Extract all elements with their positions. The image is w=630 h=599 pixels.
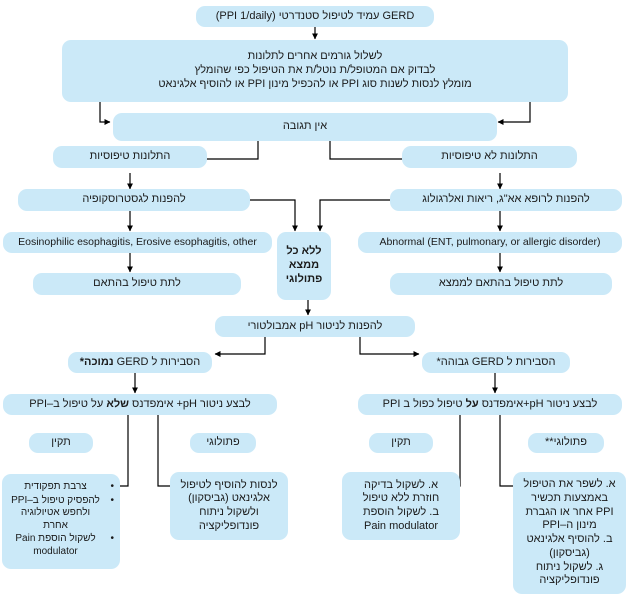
node-normal-left-label: תקין — [51, 436, 71, 449]
node-root-label: GERD עמיד לטיפול סטנדרטי (PPI 1/daily) — [215, 9, 415, 22]
node-refer-gastroscopy-label: להפנות לגסטרוסקופיה — [82, 193, 186, 206]
node-pathological-label-right: פתולוגי** — [528, 433, 604, 453]
node-refer-gastroscopy: להפנות לגסטרוסקופיה — [18, 189, 250, 211]
node-pathological-content-right: א. לשפר את הטיפול באמצעות תכשיר PPI אחר … — [513, 472, 626, 594]
node-pathological-label-left: פתולוגי — [190, 433, 256, 453]
pathological-right-line-5: ב. להוסיף אלגינאט — [526, 533, 613, 545]
pathological-right-line-6: (גביסקון) — [549, 546, 590, 559]
pathological-left-line-1: לנסות להוסיף לטיפול — [180, 478, 278, 491]
node-typical-complaints-label: התלונות טיפוסיות — [89, 150, 171, 163]
pathological-right-lines: א. לשפר את הטיפול באמצעות תכשיר PPI אחר … — [519, 478, 620, 588]
gerd-low-emphasis: נמוכה* — [79, 355, 114, 368]
node-gerd-probability-high: הסבירות ל GERD גבוהה* — [422, 352, 570, 373]
node-no-response: אין תגובה — [113, 113, 497, 141]
node-monitor-off-ppi: לבצע ניטור pH+ אימפדנס שלא על טיפול ב–PP… — [3, 394, 277, 415]
gerd-high-emphasis: גבוהה* — [436, 355, 469, 368]
node-refer-ph-monitoring-label: להפנות לניטור pH אמבולטורי — [247, 319, 383, 332]
node-esophagitis-findings: Eosinophilic esophagitis, Erosive esopha… — [3, 232, 272, 253]
monitor-off-part2: על טיפול ב–PPI — [29, 397, 107, 410]
list-item: לשקול הוספת Pain modulator — [8, 533, 114, 558]
pathological-right-line-7: ג. לשקול ניתוח — [535, 560, 604, 573]
no-pathology-line-1: ללא כל — [286, 245, 322, 258]
node-treat-accordingly-left: לתת טיפול בהתאם — [33, 273, 241, 295]
node-normal-label-right: תקין — [369, 433, 433, 453]
monitor-off-emphasis: שלא — [106, 397, 129, 410]
normal-right-lines: א. לשקול בדיקה חוזרת ללא טיפול ב. לשקול … — [348, 479, 454, 534]
monitor-off-part1: לבצע ניטור pH+ אימפדנס — [128, 397, 251, 410]
node-no-response-label: אין תגובה — [282, 120, 328, 133]
node-esophagitis-findings-label: Eosinophilic esophagitis, Erosive esopha… — [18, 235, 257, 248]
node-root-gerd-refractory: GERD עמיד לטיפול סטנדרטי (PPI 1/daily) — [196, 6, 434, 27]
pathological-left-line-3: ולשקול ניתוח — [199, 506, 259, 518]
node-rule-out-lines: לשלול גורמים אחרים לתלונות לבדוק אם המטו… — [68, 50, 562, 91]
pathological-left-line-2: אלגינאט (גביסקון) — [188, 492, 270, 505]
node-monitor-on-ppi-text: לבצע ניטור pH+אימפדנס על טיפול כפול ב PP… — [364, 398, 616, 412]
node-treat-accordingly-right-label: לתת טיפול בהתאם לממצא — [438, 277, 564, 290]
node-normal-label-left: תקין — [29, 433, 93, 453]
pathological-left-line-4: פונדופליקציה — [198, 519, 260, 532]
node-gerd-low-text: הסבירות ל GERD נמוכה* — [74, 356, 206, 370]
normal-right-line-2: חוזרת ללא טיפול — [362, 492, 440, 505]
node-typical-complaints: התלונות טיפוסיות — [53, 146, 207, 168]
pathological-left-lines: לנסות להוסיף לטיפול אלגינאט (גביסקון) ול… — [176, 479, 282, 534]
node-monitor-on-ppi: לבצע ניטור pH+אימפדנס על טיפול כפול ב PP… — [358, 394, 622, 415]
normal-right-line-1: א. לשקול בדיקה — [364, 478, 438, 491]
node-gerd-high-text: הסבירות ל GERD גבוהה* — [428, 356, 564, 370]
node-refer-ph-monitoring: להפנות לניטור pH אמבולטורי — [215, 316, 415, 337]
node-no-pathological-finding: ללא כל ממצא פתולוגי — [277, 232, 331, 300]
no-pathology-line-2: ממצא — [288, 259, 320, 272]
node-treat-accordingly-right: לתת טיפול בהתאם לממצא — [390, 273, 612, 295]
gerd-low-prefix: הסבירות ל GERD — [113, 355, 201, 368]
monitor-on-part2: טיפול כפול ב PPI — [382, 397, 466, 410]
pathological-right-line-1: א. לשפר את הטיפול — [523, 478, 616, 490]
node-refer-ent-pulmonary-allergy: להפנות לרופא אא"ג, ריאות ואלרגולוג — [390, 189, 622, 211]
node-atypical-complaints: התלונות לא טיפוסיות — [402, 146, 577, 168]
node-atypical-complaints-label: התלונות לא טיפוסיות — [441, 150, 538, 163]
rule-out-line-1: לשלול גורמים אחרים לתלונות — [247, 50, 383, 63]
node-rule-out-other-causes: לשלול גורמים אחרים לתלונות לבדוק אם המטו… — [62, 40, 568, 102]
list-item: להפסיק טיפול ב–PPI ולחפש אטיולוגיה אחרת — [8, 495, 114, 533]
pathological-right-line-4: מינון ה–PPI — [542, 519, 597, 532]
no-pathology-line-3: פתולוגי — [285, 272, 323, 285]
node-normal-content-right: א. לשקול בדיקה חוזרת ללא טיפול ב. לשקול … — [342, 472, 460, 540]
node-pathological-left-label: פתולוגי — [206, 436, 240, 449]
node-normal-content-left: צרבת תפקודית להפסיק טיפול ב–PPI ולחפש אט… — [2, 474, 120, 569]
pathological-right-line-3: PPI אחר או הגברת — [525, 505, 614, 518]
pathological-right-line-2: באמצעות תכשיר — [531, 491, 608, 504]
node-abnormal-findings: Abnormal (ENT, pulmonary, or allergic di… — [358, 232, 622, 253]
node-gerd-probability-low: הסבירות ל GERD נמוכה* — [68, 352, 212, 373]
rule-out-line-2: לבדוק אם המטופל/ת נוטל/ת את הטיפול כפי ש… — [194, 64, 436, 77]
node-pathological-content-left: לנסות להוסיף לטיפול אלגינאט (גביסקון) ול… — [170, 472, 288, 540]
pathological-right-line-8: פונדופליקציה — [539, 574, 600, 587]
list-item: צרבת תפקודית — [8, 481, 114, 494]
node-refer-ent-label: להפנות לרופא אא"ג, ריאות ואלרגולוג — [422, 193, 590, 206]
node-monitor-off-ppi-text: לבצע ניטור pH+ אימפדנס שלא על טיפול ב–PP… — [9, 398, 271, 412]
node-abnormal-findings-label: Abnormal (ENT, pulmonary, or allergic di… — [379, 235, 601, 248]
normal-right-line-3: ב. לשקול הוספת — [363, 506, 439, 518]
monitor-on-part1: לבצע ניטור pH+אימפדנס — [478, 397, 598, 410]
normal-left-bullet-list: צרבת תפקודית להפסיק טיפול ב–PPI ולחפש אט… — [8, 481, 114, 559]
rule-out-line-3: מומלץ לנסות לשנות סוג PPI או להכפיל מינו… — [158, 77, 472, 90]
gerd-high-prefix: הסבירות ל GERD — [468, 355, 556, 368]
node-treat-accordingly-left-label: לתת טיפול בהתאם — [93, 277, 181, 290]
node-normal-right-label: תקין — [391, 436, 411, 449]
node-no-pathology-lines: ללא כל ממצא פתולוגי — [283, 245, 325, 286]
node-pathological-right-label: פתולוגי** — [545, 436, 587, 449]
normal-right-line-4: Pain modulator — [364, 519, 438, 532]
monitor-on-emphasis: על — [465, 397, 479, 410]
